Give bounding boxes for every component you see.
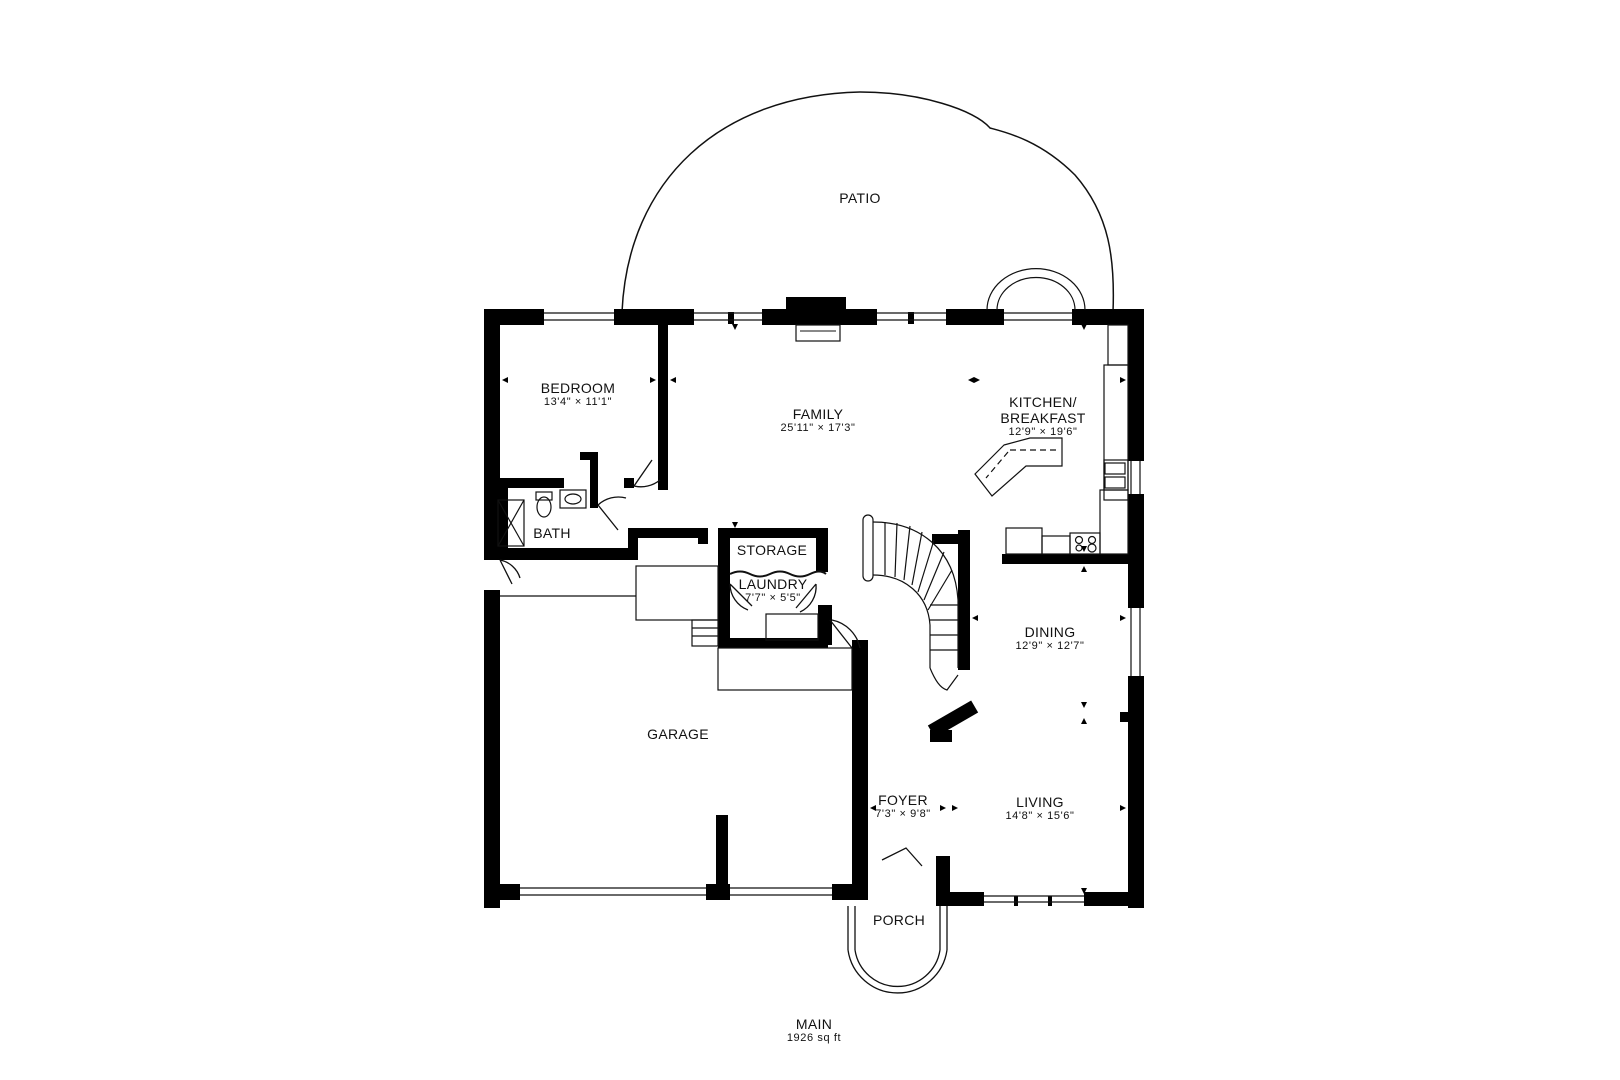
- room-name-line2: BREAKFAST: [1000, 410, 1086, 426]
- room-label-foyer: FOYER 7'3" × 9'8": [875, 792, 931, 821]
- staircase: [862, 514, 959, 691]
- floor-name: MAIN: [795, 1016, 833, 1032]
- room-label-living: LIVING 14'8" × 15'6": [1005, 794, 1074, 823]
- interior-walls: [484, 320, 1142, 743]
- room-name: BATH: [533, 525, 571, 541]
- fireplace: [795, 324, 841, 342]
- room-name: BEDROOM: [540, 380, 616, 396]
- room-name: PATIO: [839, 190, 881, 206]
- room-dimensions: 12'9" × 12'7": [1015, 640, 1085, 652]
- room-name: LIVING: [1016, 794, 1064, 810]
- garage-fixtures: [500, 565, 853, 691]
- patio-outline: [621, 91, 1115, 313]
- room-dimensions: 7'3" × 9'8": [875, 808, 931, 820]
- room-label-bath: BATH: [533, 525, 571, 541]
- exterior-walls: [484, 297, 1144, 908]
- room-label-garage: GARAGE: [647, 726, 709, 742]
- room-name: KITCHEN/: [1009, 394, 1077, 410]
- room-name: STORAGE: [736, 542, 808, 558]
- room-dimensions: 25'11" × 17'3": [780, 422, 856, 434]
- bath-fixtures: [497, 489, 587, 547]
- room-label-bedroom: BEDROOM 13'4" × 11'1": [541, 380, 615, 409]
- room-name: DINING: [1024, 624, 1076, 640]
- room-label-family: FAMILY 25'11" × 17'3": [781, 406, 856, 435]
- room-label-dining: DINING 12'9" × 12'7": [1015, 624, 1084, 653]
- room-dimensions: 7'7" × 5'5": [745, 592, 801, 604]
- room-label-porch: PORCH: [873, 912, 925, 928]
- room-dimensions: 14'8" × 15'6": [1005, 810, 1075, 822]
- floor-area: 1926 sq ft: [786, 1032, 842, 1044]
- room-name: GARAGE: [647, 726, 709, 742]
- room-name: PORCH: [872, 912, 926, 928]
- room-dimensions: 12'9" × 19'6": [1008, 426, 1078, 438]
- room-label-patio: PATIO: [839, 190, 880, 206]
- kitchen-fixtures: [974, 324, 1129, 555]
- room-name: FOYER: [878, 792, 928, 808]
- room-dimensions: 13'4" × 11'1": [543, 396, 613, 408]
- floor-summary: MAIN 1926 sq ft: [787, 1016, 841, 1045]
- doors: [499, 459, 923, 867]
- storage-curtain: [729, 570, 827, 578]
- room-name: FAMILY: [792, 406, 844, 422]
- room-name: LAUNDRY: [738, 576, 808, 592]
- porch-outline: [847, 906, 948, 994]
- room-label-storage: STORAGE: [737, 542, 807, 558]
- measurement-markers: [502, 324, 1126, 894]
- room-label-laundry: LAUNDRY 7'7" × 5'5": [739, 576, 808, 605]
- room-label-kitchen: KITCHEN/ BREAKFAST 12'9" × 19'6": [1000, 394, 1085, 439]
- windows: [520, 268, 1141, 903]
